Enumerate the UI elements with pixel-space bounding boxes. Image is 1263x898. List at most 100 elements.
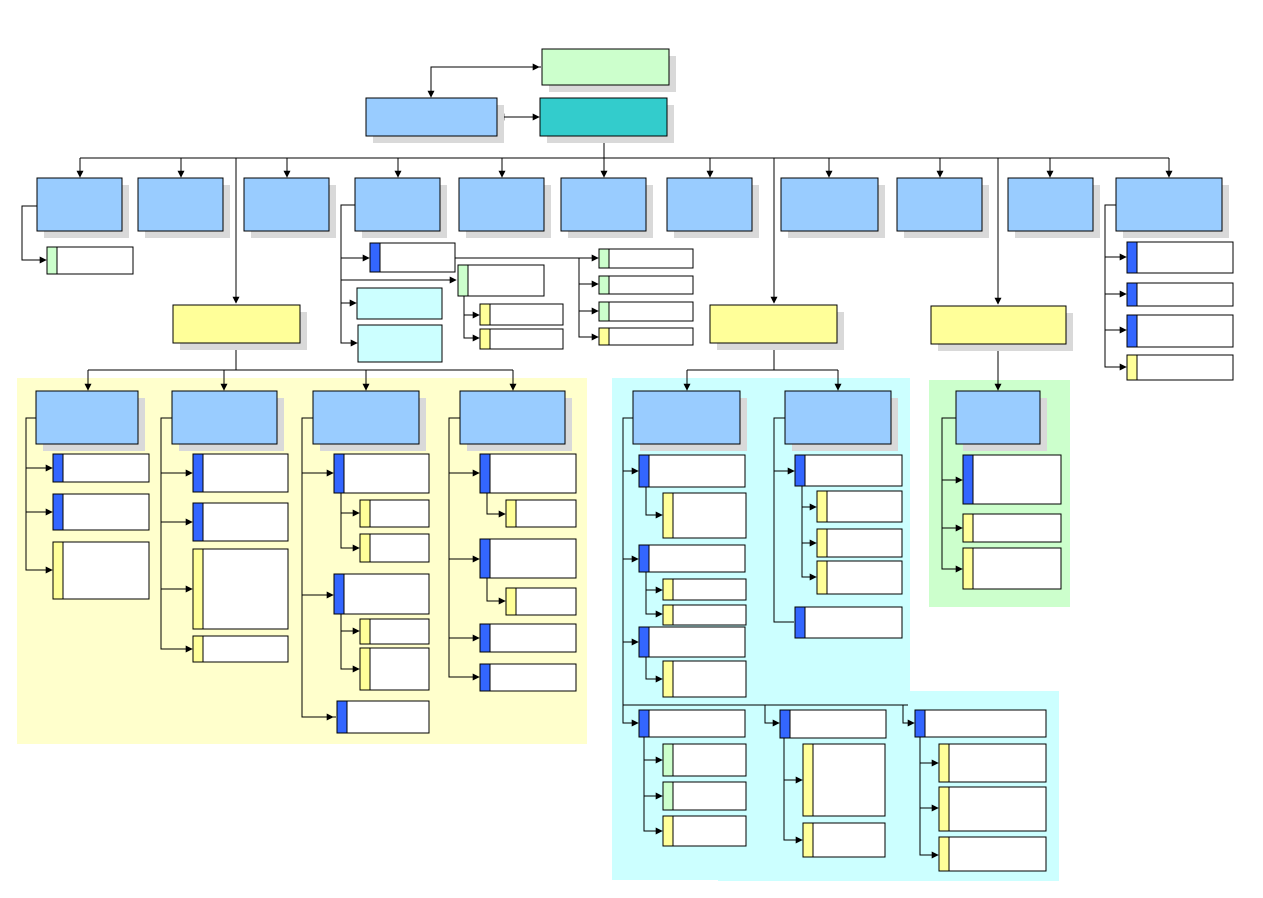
y1c1-item-2-tag (52, 493, 64, 531)
cl1-item (638, 709, 746, 738)
y1c2-item-3 (192, 548, 289, 630)
connector-c-lower-1 (622, 710, 639, 727)
connector-d4-sub (463, 296, 480, 342)
g-item-2 (962, 513, 1062, 543)
cl1-sub-2-tag (662, 781, 674, 811)
d4-sub-1-tag (479, 303, 491, 326)
y1c3-item-2 (333, 573, 430, 615)
y1c4-item-3-tag (479, 623, 491, 653)
c2-sub-2 (816, 528, 903, 558)
dept-box-6 (560, 177, 647, 232)
cl2-sub-2-tag (802, 822, 814, 858)
y1c3-item-1-tag (333, 453, 345, 494)
y1c4-sub-1 (505, 499, 577, 528)
dept-box-2 (137, 177, 224, 232)
d4-sub-2 (479, 328, 564, 350)
c-dept-1 (632, 390, 741, 445)
d4-item-1 (369, 242, 456, 273)
connector-cl1 (643, 737, 663, 835)
y1-dept-1 (35, 390, 139, 445)
g-item-1-tag (962, 454, 974, 505)
dept-box-10 (1007, 177, 1094, 232)
c1-item-2 (638, 544, 746, 573)
connector-y1c3-b (340, 614, 360, 673)
d11-item-2 (1126, 282, 1234, 307)
connector-c1-a (645, 487, 663, 519)
dept-box-1 (36, 177, 123, 232)
connector-y1c4-b (486, 578, 506, 605)
y1c3-sub-2 (359, 533, 430, 563)
c2-item-1 (794, 454, 903, 487)
c2-item-2-tag (794, 606, 806, 639)
dept-box-5 (458, 177, 545, 232)
d4-cyan-2 (357, 324, 443, 363)
d1-item-1 (46, 246, 134, 275)
c1-sub-4-tag (662, 660, 674, 698)
y1c4-sub-2-tag (505, 587, 517, 616)
c1-sub-2 (662, 578, 747, 601)
connector-c2-spine (773, 417, 794, 623)
c1-sub-1 (662, 492, 747, 539)
c2-sub-1-tag (816, 490, 828, 523)
cl3-sub-2-tag (938, 786, 950, 832)
cl1-sub-3-tag (662, 815, 674, 847)
g-item-1 (962, 454, 1062, 505)
d4-cyan-1 (356, 287, 443, 320)
connector-lines (21, 63, 1173, 859)
c2-sub-1 (816, 490, 903, 523)
y1c1-item-2 (52, 493, 150, 531)
cl1-sub-3 (662, 815, 747, 847)
c2-sub-3-tag (816, 560, 828, 595)
cl2-sub-1 (802, 743, 886, 817)
cl1-sub-1 (662, 743, 747, 777)
c1-item-2-tag (638, 544, 650, 573)
dept-box-3 (243, 177, 330, 232)
y1c3-item-3 (336, 700, 430, 734)
c2-item-1-tag (794, 454, 806, 487)
dept-box-7 (666, 177, 753, 232)
connector-c1-b (645, 572, 663, 618)
g-item-3-tag (962, 547, 974, 590)
connector-y1c3-a (340, 493, 360, 552)
d4-sub-1 (479, 303, 564, 326)
dept-box-8 (780, 177, 879, 232)
d4-item-1-tag (369, 242, 381, 273)
connector-green-to-left (427, 66, 541, 98)
connector-d4-spine (340, 204, 356, 344)
c1-sub-3 (662, 604, 747, 626)
y1c2-item-3-tag (192, 548, 204, 630)
org-boxes (35, 48, 1234, 872)
y1c3-sub-1-tag (359, 499, 371, 528)
y1-dept-3 (312, 390, 420, 445)
connector-c-lower-2 (764, 705, 780, 727)
dept-box-4 (354, 177, 441, 232)
g-item-2-tag (962, 513, 974, 543)
d5-item-4 (598, 327, 694, 346)
y1c4-item-3 (479, 623, 577, 653)
d11-item-3-tag (1126, 314, 1138, 348)
d5-item-1 (598, 248, 694, 269)
c2-sub-2-tag (816, 528, 828, 558)
y1c1-item-1-tag (52, 453, 64, 483)
y1c4-item-2-tag (479, 538, 491, 579)
y1c4-item-1-tag (479, 453, 491, 494)
y1c2-item-1-tag (192, 453, 204, 493)
node-top-green (541, 48, 670, 86)
d11-item-2-tag (1126, 282, 1138, 307)
y1c3-sub-2-tag (359, 533, 371, 563)
manager-yellow-1 (172, 304, 301, 344)
g-item-3 (962, 547, 1062, 590)
d5-item-2 (598, 275, 694, 295)
connector-cl3 (919, 737, 939, 859)
connector-c-lower-3 (902, 705, 915, 727)
y1c3-sub-1 (359, 499, 430, 528)
c2-item-2 (794, 606, 903, 639)
connector-d1 (21, 205, 47, 264)
cl3-sub-2 (938, 786, 1047, 832)
cl3-sub-1 (938, 743, 1047, 783)
y1c3-item-3-tag (336, 700, 348, 734)
node-left-blue (365, 97, 498, 137)
c-dept-2 (784, 390, 892, 445)
cl2-sub-2 (802, 822, 886, 858)
cl1-sub-1-tag (662, 743, 674, 777)
